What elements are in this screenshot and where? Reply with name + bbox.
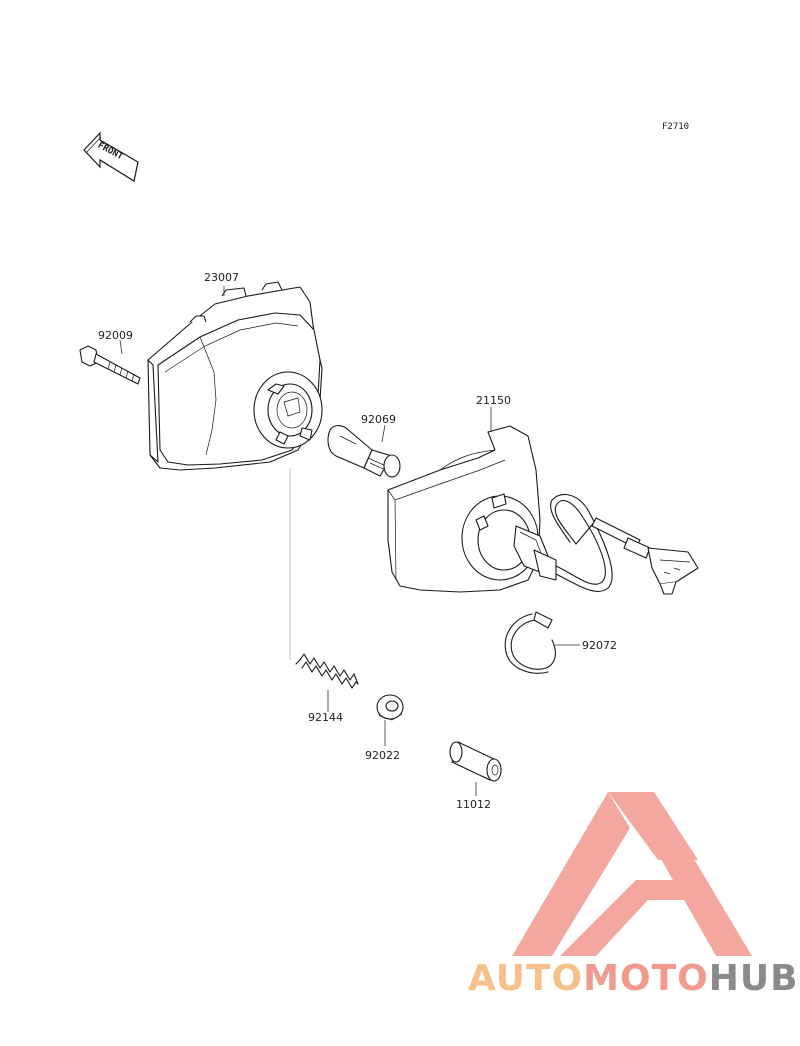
front-arrow-icon: FRONT — [83, 131, 139, 182]
lamp-housing-part — [147, 281, 323, 471]
label-spring: 92144 — [308, 711, 343, 724]
logo-part-moto: MOTO — [583, 958, 709, 999]
bulb-part — [327, 425, 401, 478]
logo-part-hub: HUB — [708, 958, 799, 999]
socket-assembly-part — [387, 425, 699, 595]
band-part — [504, 611, 556, 674]
watermark-logo-text: AUTOMOTOHUB — [468, 958, 799, 999]
collar-part — [449, 741, 502, 782]
watermark-logo-icon — [512, 792, 752, 956]
label-band: 92072 — [582, 639, 617, 652]
figure-code: F2710 — [662, 122, 689, 132]
label-bulb: 92069 — [361, 413, 396, 426]
spring-part — [295, 653, 359, 689]
label-lamp-housing: 23007 — [204, 271, 239, 284]
washer-part — [376, 694, 404, 721]
label-washer: 92022 — [365, 749, 400, 762]
label-collar: 11012 — [456, 798, 491, 811]
label-socket-assembly: 21150 — [476, 394, 511, 407]
bolt-part — [79, 345, 141, 385]
logo-part-auto: AUTO — [468, 958, 584, 999]
label-bolt: 92009 — [98, 329, 133, 342]
